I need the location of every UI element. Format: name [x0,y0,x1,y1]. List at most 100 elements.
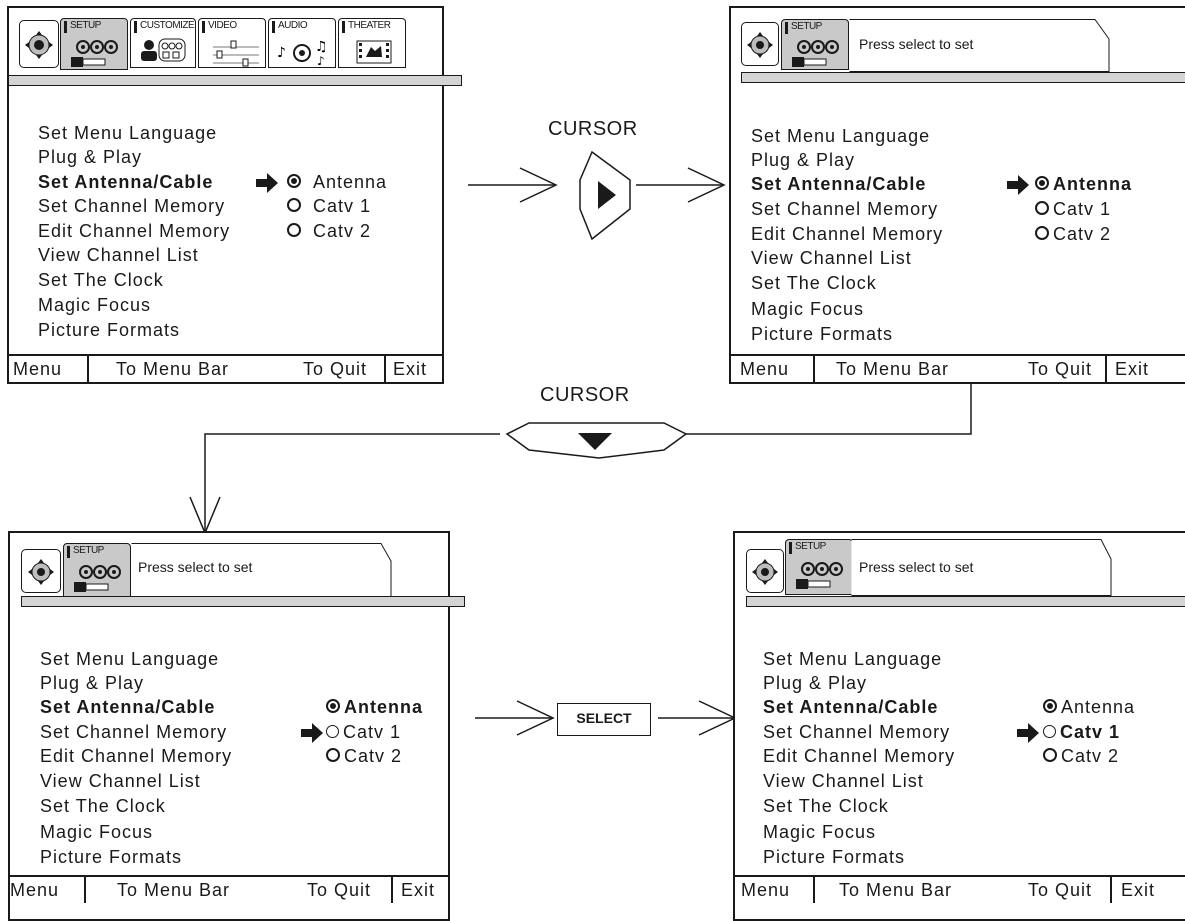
option-antenna[interactable]: Antenna [1035,174,1132,195]
option-catv-2[interactable]: Catv 2 [1043,746,1119,767]
menu-item-set-channel-memory[interactable]: Set Channel Memory [38,196,226,216]
option-catv-2[interactable]: Catv 2 [287,221,371,242]
menu-item-edit-channel-memory[interactable]: Edit Channel Memory [38,221,231,241]
menu-item-set-channel-memory[interactable]: Set Channel Memory [751,199,939,219]
status-exit[interactable]: Exit [1121,880,1156,900]
menu-item-set-the-clock[interactable]: Set The Clock [40,796,166,816]
status-to-quit: To Quit [307,880,372,900]
menu-item-picture-formats[interactable]: Picture Formats [751,324,894,344]
menu-item-magic-focus[interactable]: Magic Focus [751,299,865,319]
dpad-icon [25,31,53,59]
menu-item-set-channel-memory[interactable]: Set Channel Memory [40,722,228,742]
menu-bar-strip [21,596,465,607]
menu-item-set-the-clock[interactable]: Set The Clock [751,273,877,293]
cursor-right-key [579,150,631,241]
option-antenna[interactable]: Antenna [326,697,423,718]
film-strip-icon [356,40,392,64]
menu-item-set-menu-language[interactable]: Set Menu Language [763,649,943,669]
nav-key[interactable] [19,20,59,68]
menu-item-picture-formats[interactable]: Picture Formats [763,847,906,867]
option-catv-1[interactable]: Catv 1 [287,196,371,217]
cursor-right-label: CURSOR [548,118,638,140]
menu-item-magic-focus[interactable]: Magic Focus [40,822,154,842]
tv-screen-2: SETUP Press select to set Set Menu Langu… [729,6,1185,384]
nav-key[interactable] [21,549,61,593]
menu-item-plug-and-play[interactable]: Plug & Play [763,673,868,693]
tv-screen-4: SETUP Press select to set Set Menu Langu… [733,531,1185,921]
menu-item-set-antenna-cable[interactable]: Set Antenna/Cable [38,172,214,192]
tab-video[interactable]: VIDEO [198,18,266,68]
tab-setup-label: SETUP [70,20,101,31]
menu-item-picture-formats[interactable]: Picture Formats [38,320,181,340]
tab-audio-label: AUDIO [278,20,308,31]
play-right-icon [598,181,616,209]
menu-bar-strip [8,75,462,86]
tab-setup[interactable]: SETUP [781,19,849,70]
option-catv-1[interactable]: Catv 1 [1035,199,1111,220]
option-catv-1[interactable]: Catv 1 [1043,722,1120,743]
status-to-menu-bar: To Menu Bar [116,359,230,379]
menu-item-set-antenna-cable[interactable]: Set Antenna/Cable [751,174,927,194]
menu-item-edit-channel-memory[interactable]: Edit Channel Memory [751,224,944,244]
menu-item-view-channel-list[interactable]: View Channel List [751,248,912,268]
tab-setup[interactable]: SETUP [63,543,131,597]
menu-item-edit-channel-memory[interactable]: Edit Channel Memory [763,746,956,766]
menu-item-view-channel-list[interactable]: View Channel List [40,771,201,791]
option-catv-1[interactable]: Catv 1 [326,722,401,743]
tab-setup[interactable]: SETUP [60,18,128,70]
menu-item-set-the-clock[interactable]: Set The Clock [763,796,889,816]
status-to-quit: To Quit [303,359,368,379]
menu-item-set-antenna-cable[interactable]: Set Antenna/Cable [763,697,939,717]
status-exit[interactable]: Exit [1115,359,1150,379]
menu-item-view-channel-list[interactable]: View Channel List [763,771,924,791]
menu-item-set-the-clock[interactable]: Set The Clock [38,270,164,290]
tab-theater[interactable]: THEATER [338,18,406,68]
status-exit[interactable]: Exit [393,359,428,379]
menu-item-edit-channel-memory[interactable]: Edit Channel Memory [40,746,233,766]
select-button[interactable]: SELECT [557,703,651,736]
menu-item-plug-and-play[interactable]: Plug & Play [751,150,856,170]
svg-text:♪: ♪ [277,45,286,61]
menu-item-plug-and-play[interactable]: Plug & Play [40,673,145,693]
option-catv-2[interactable]: Catv 2 [1035,224,1111,245]
radio-empty-icon [1043,724,1056,738]
menu-item-view-channel-list[interactable]: View Channel List [38,245,199,265]
menu-bar-strip [741,72,1185,83]
connector-arrowhead [516,700,555,736]
status-bar: Menu To Menu Bar To Quit Exit [9,354,442,382]
pointer-arrow-icon [256,173,278,193]
status-to-menu-bar: To Menu Bar [836,359,950,379]
radio-empty-icon [1035,201,1049,216]
option-antenna[interactable]: Antenna [287,172,387,193]
menu-item-set-channel-memory[interactable]: Set Channel Memory [763,722,951,742]
tab-video-label: VIDEO [208,20,237,31]
menu-item-set-antenna-cable[interactable]: Set Antenna/Cable [40,697,216,717]
dpad-icon [752,559,778,585]
radio-empty-icon [1035,226,1049,241]
music-note-icon: ♪ ♫ ♪ [277,39,328,68]
menu-item-picture-formats[interactable]: Picture Formats [40,847,183,867]
tab-customize[interactable]: CUSTOMIZE [130,18,196,68]
menu-item-plug-and-play[interactable]: Plug & Play [38,147,143,167]
nav-key[interactable] [741,22,779,66]
option-antenna[interactable]: Antenna [1043,697,1135,718]
option-catv-2[interactable]: Catv 2 [326,746,402,767]
tab-audio[interactable]: AUDIO ♪ ♫ ♪ [268,18,336,68]
radio-empty-icon [326,748,340,763]
menu-item-set-menu-language[interactable]: Set Menu Language [38,123,218,143]
menu-item-set-menu-language[interactable]: Set Menu Language [751,126,931,146]
menu-item-set-menu-language[interactable]: Set Menu Language [40,649,220,669]
menu-item-magic-focus[interactable]: Magic Focus [763,822,877,842]
sliders-icon [213,40,259,67]
tv-screen-3: SETUP Press select to set Set Menu Langu… [8,531,465,921]
radio-empty-icon [1043,748,1057,763]
hint-box-shape [849,19,1110,72]
hint-text: Press select to set [859,36,974,52]
tab-setup-label: SETUP [795,541,826,552]
menu-item-magic-focus[interactable]: Magic Focus [38,295,152,315]
cursor-down-label: CURSOR [540,384,630,406]
tab-setup[interactable]: SETUP [785,539,853,595]
status-exit[interactable]: Exit [401,880,436,900]
nav-key[interactable] [746,549,784,593]
